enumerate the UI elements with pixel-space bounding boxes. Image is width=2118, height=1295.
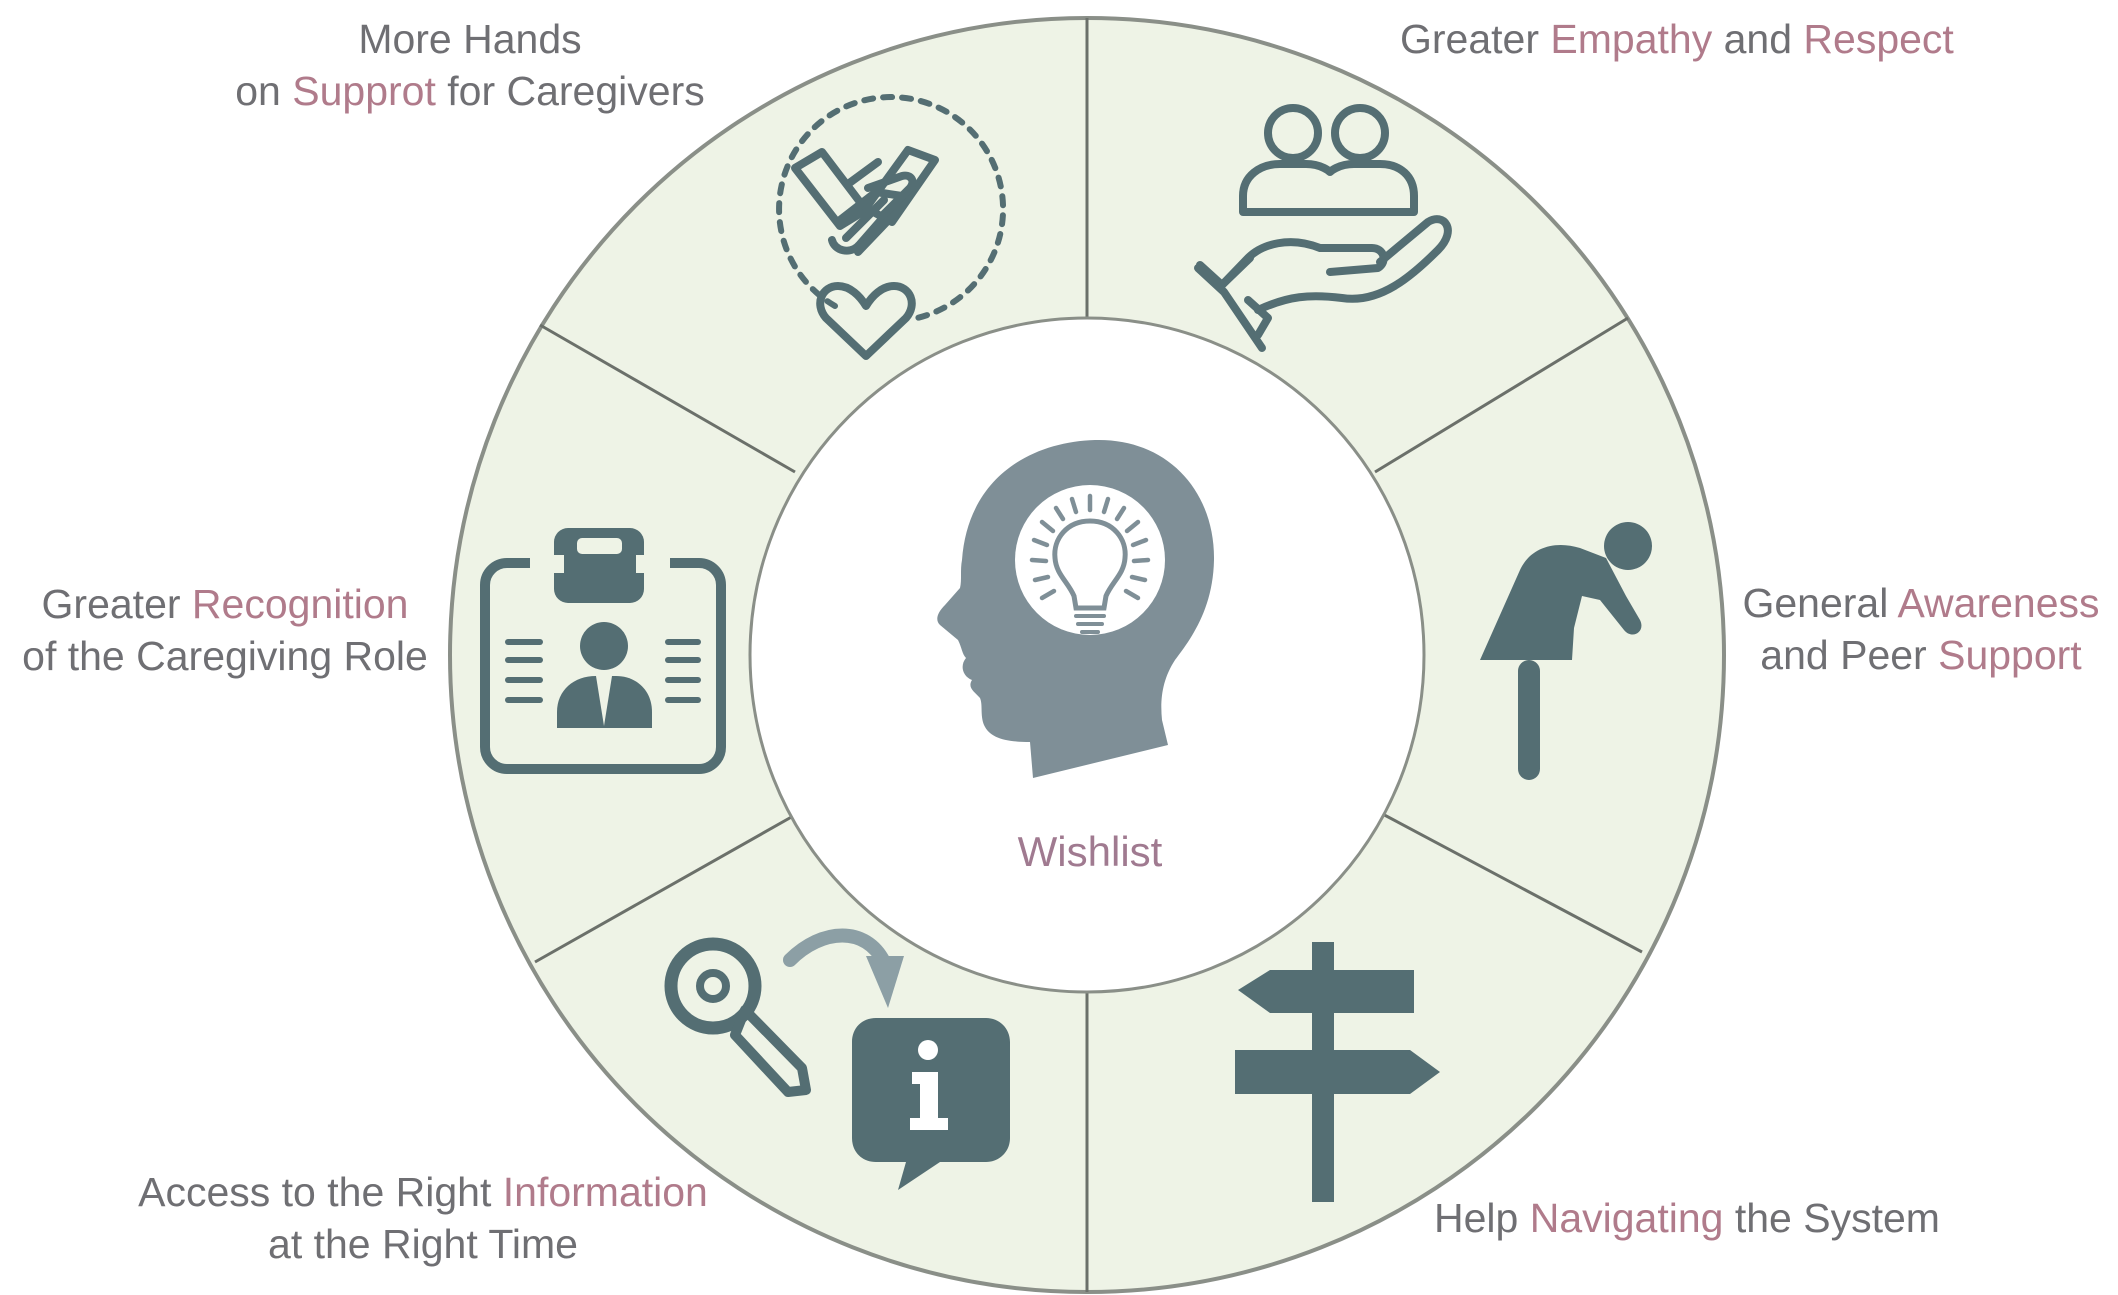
label-text: of the Caregiving Role bbox=[22, 633, 428, 679]
label-empathy: Greater Empathy and Respect bbox=[1400, 13, 1954, 65]
label-line: Help Navigating the System bbox=[1434, 1192, 1940, 1244]
label-line: Greater Recognition bbox=[10, 578, 440, 630]
label-text: General bbox=[1742, 580, 1898, 626]
label-text: Help bbox=[1434, 1195, 1530, 1241]
signpost-icon bbox=[1235, 942, 1440, 1202]
label-text: at the Right Time bbox=[268, 1221, 578, 1267]
highlight-text: Recognition bbox=[191, 581, 409, 627]
label-line: at the Right Time bbox=[113, 1218, 733, 1270]
segment-dividers bbox=[534, 18, 1643, 1292]
highlight-text: Supprot bbox=[292, 68, 436, 114]
label-line: Greater Empathy and Respect bbox=[1400, 13, 1954, 65]
key-info-icon bbox=[664, 928, 1010, 1190]
label-navigating: Help Navigating the System bbox=[1434, 1192, 1940, 1244]
label-line: and Peer Support bbox=[1730, 629, 2112, 681]
person-bending-icon bbox=[1480, 522, 1652, 780]
highlight-text: Navigating bbox=[1529, 1195, 1724, 1241]
label-line: of the Caregiving Role bbox=[10, 630, 440, 682]
label-text: Greater bbox=[1400, 16, 1551, 62]
label-text: the System bbox=[1723, 1195, 1940, 1241]
label-line: Access to the Right Information bbox=[113, 1166, 733, 1218]
highlight-text: Awareness bbox=[1897, 580, 2100, 626]
label-text: on bbox=[235, 68, 293, 114]
label-line: More Hands bbox=[220, 13, 720, 65]
hand-holding-people-icon bbox=[1194, 104, 1452, 352]
center-title: Wishlist bbox=[1017, 828, 1163, 875]
highlight-text: Support bbox=[1938, 632, 2082, 678]
label-line: General Awareness bbox=[1730, 577, 2112, 629]
label-text: Greater bbox=[41, 581, 192, 627]
highlight-text: Empathy bbox=[1550, 16, 1713, 62]
id-badge-icon bbox=[480, 528, 726, 774]
lightbulb-rays bbox=[1029, 493, 1151, 601]
label-text: More Hands bbox=[358, 16, 582, 62]
label-text: and Peer bbox=[1760, 632, 1939, 678]
label-line: on Supprot for Caregivers bbox=[220, 65, 720, 117]
highlight-text: Respect bbox=[1803, 16, 1954, 62]
label-text: Access to the Right bbox=[138, 1169, 503, 1215]
highlight-text: Information bbox=[502, 1169, 708, 1215]
head-lightbulb-icon bbox=[937, 439, 1215, 778]
label-text: and bbox=[1712, 16, 1804, 62]
label-text: for Caregivers bbox=[435, 68, 705, 114]
handshake-heart-icon bbox=[776, 94, 1007, 360]
